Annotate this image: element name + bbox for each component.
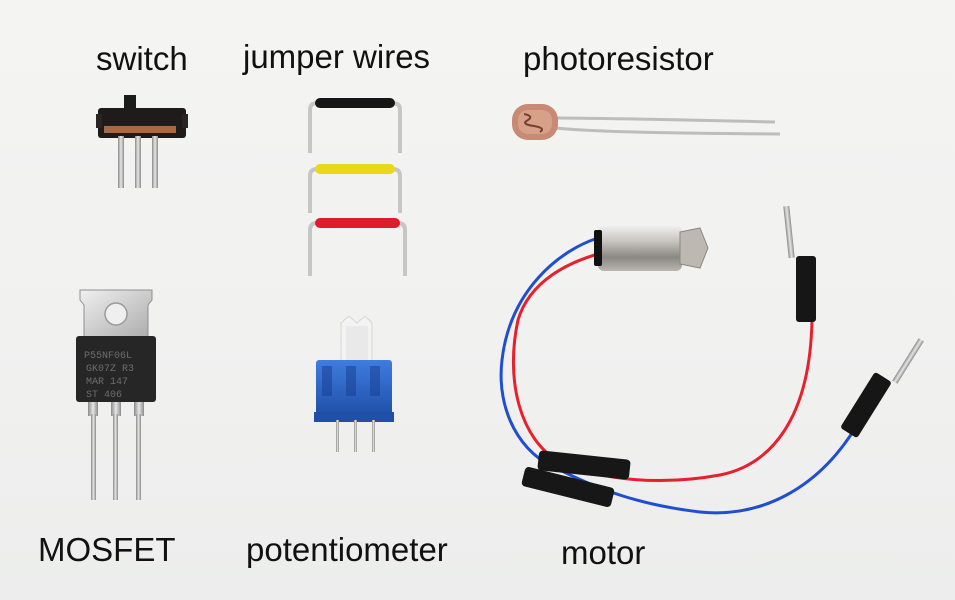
mosfet-marking-4: ST 406 [86, 390, 122, 401]
jumper-wire-red [308, 218, 407, 276]
slide-switch [96, 95, 188, 188]
jumper-wire-black [308, 98, 402, 153]
label-potentiometer: potentiometer [246, 531, 448, 568]
mosfet-marking-3: MAR 147 [86, 377, 128, 388]
label-jumper-wires: jumper wires [243, 38, 431, 75]
mosfet-marking-1: P55NF06L [84, 351, 132, 362]
jumper-wire-yellow [308, 164, 402, 213]
label-switch: switch [96, 40, 188, 77]
vibration-motor [499, 205, 924, 515]
label-mosfet: MOSFET [38, 531, 176, 568]
label-photoresistor: photoresistor [523, 40, 714, 77]
mosfet: P55NF06L GK07Z R3 MAR 147 ST 406 [76, 289, 156, 500]
mosfet-marking-2: GK07Z R3 [86, 364, 134, 375]
potentiometer [314, 315, 394, 452]
photoresistor [512, 104, 781, 140]
label-motor: motor [561, 534, 646, 571]
